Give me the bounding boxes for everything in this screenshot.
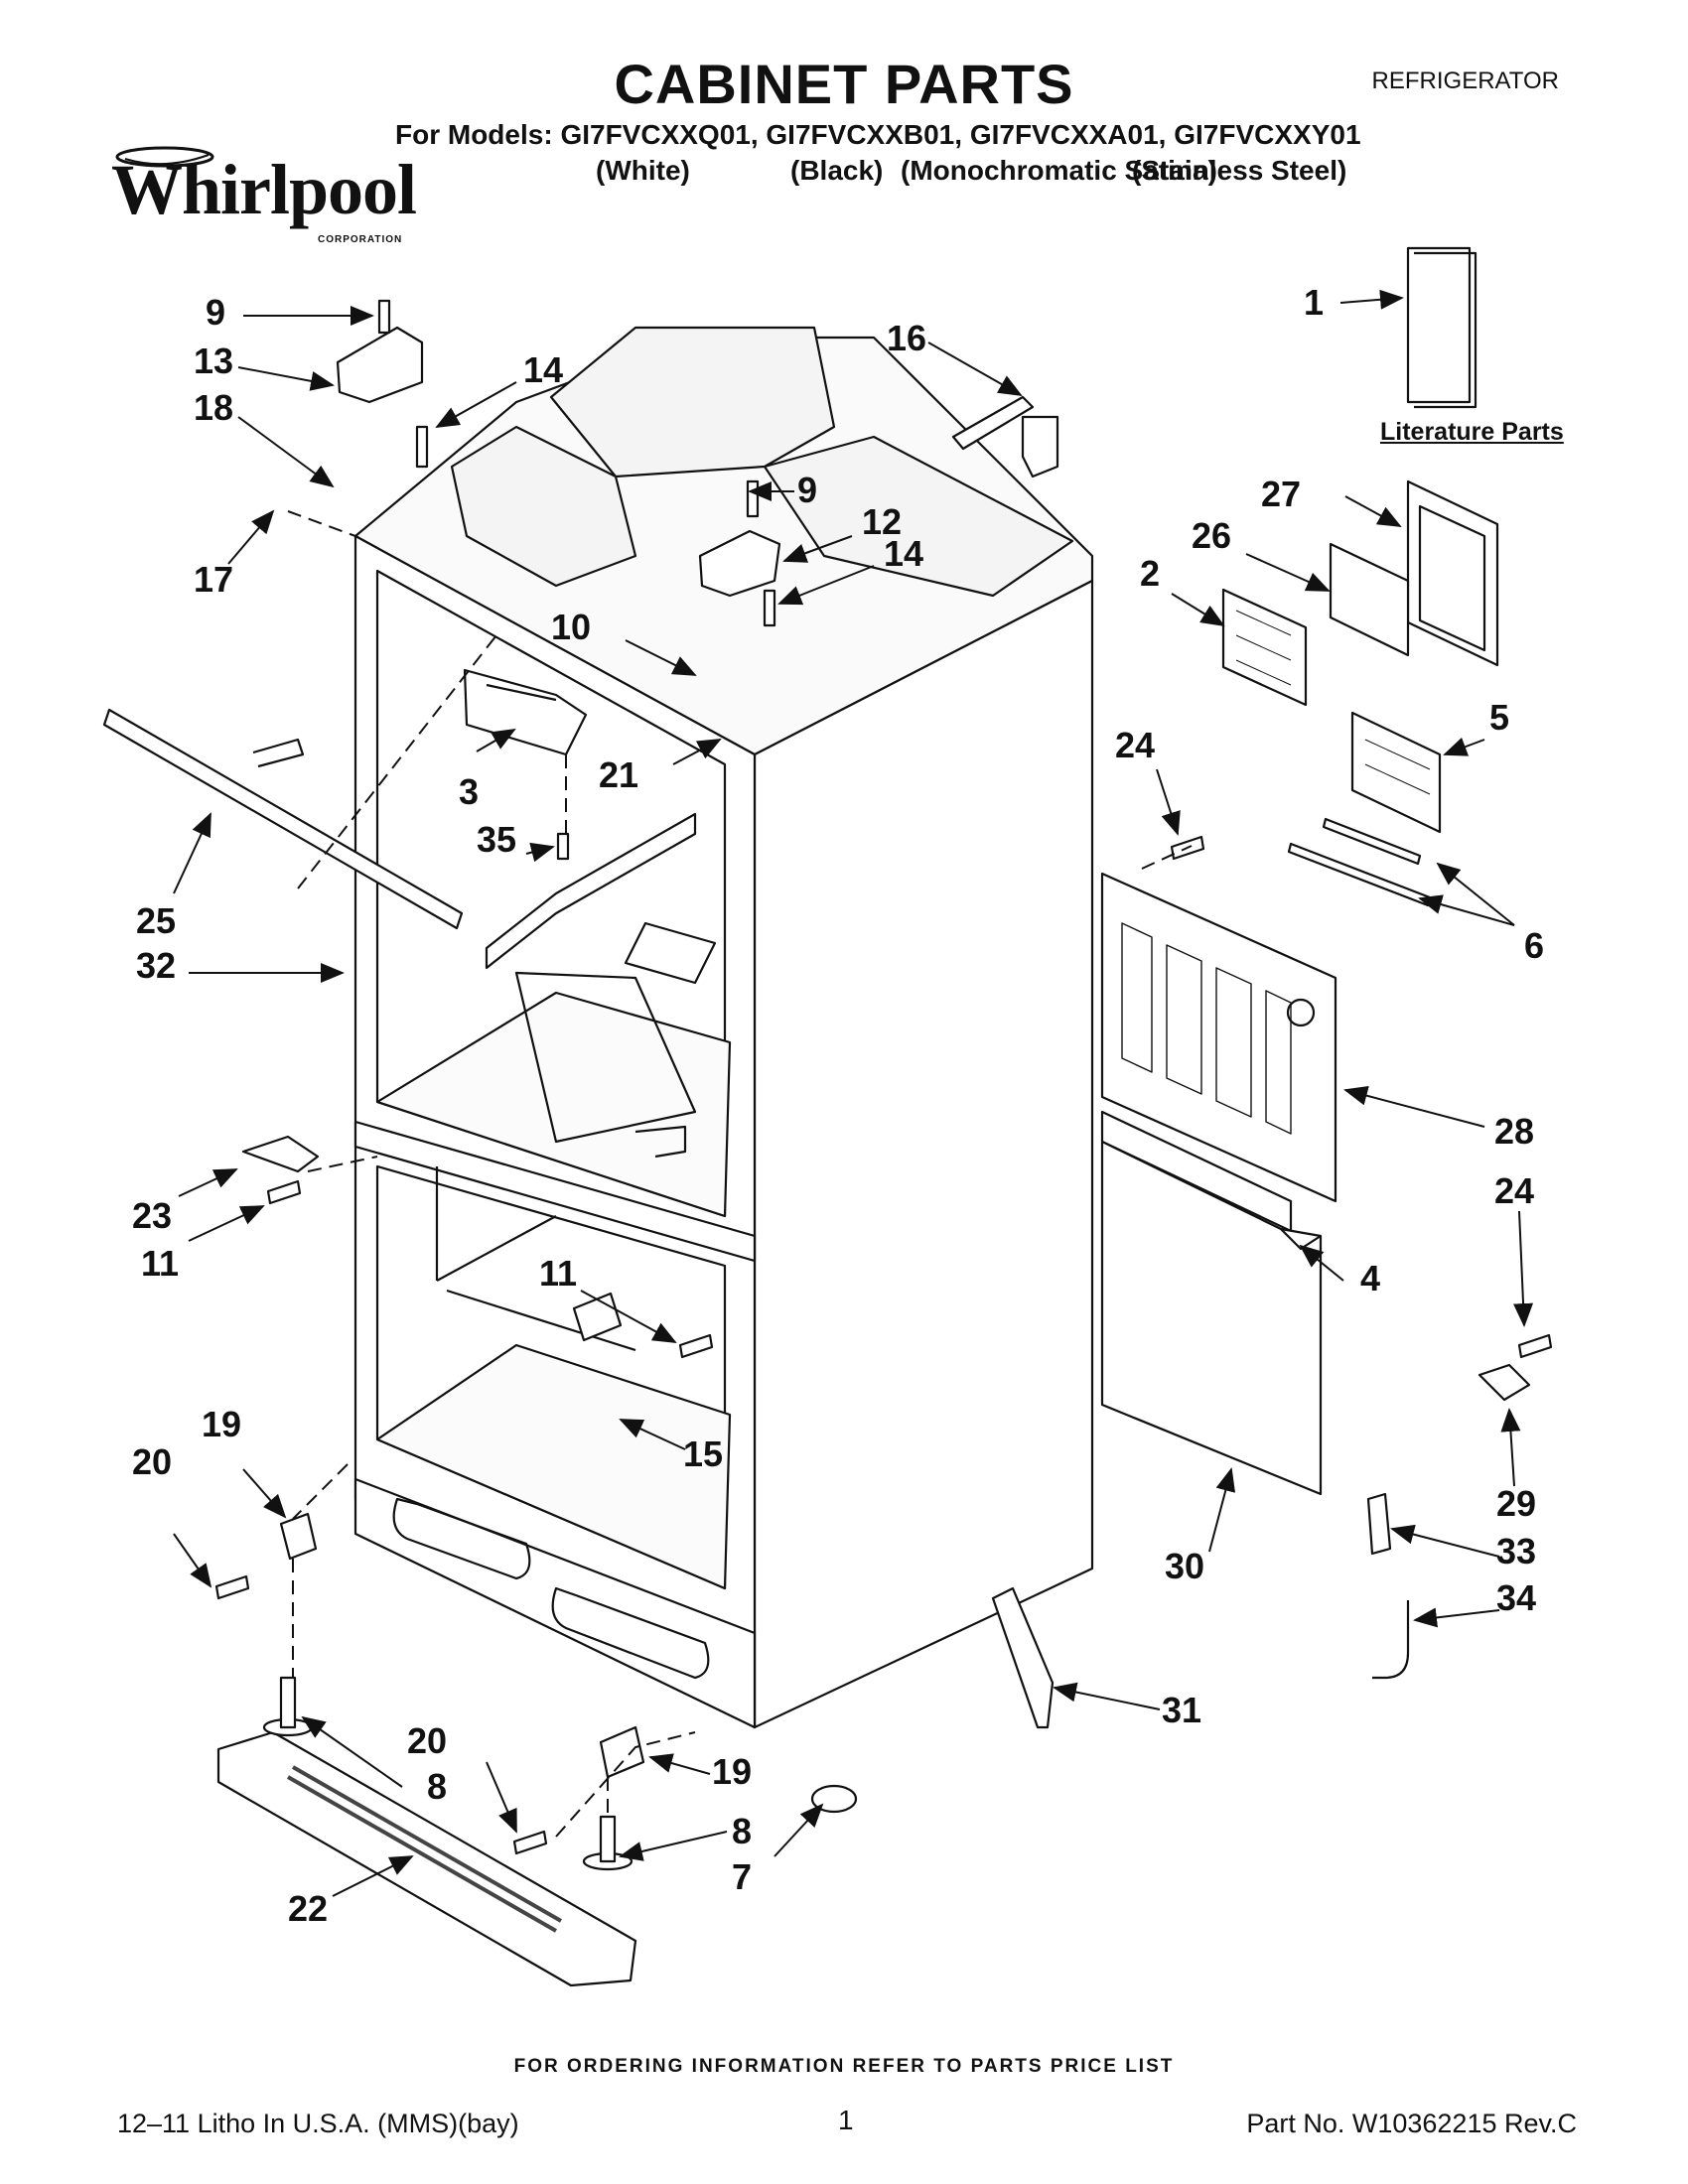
callout-1: 1 [1304,282,1325,323]
callout-34: 34 [1496,1577,1537,1618]
product-category: REFRIGERATOR [1371,68,1559,94]
callout-22: 22 [288,1888,329,1929]
cabinet-body [353,326,1094,1729]
callout-25: 25 [136,900,177,941]
callout-32: 32 [136,945,177,986]
ordering-note: FOR ORDERING INFORMATION REFER TO PARTS … [513,2056,1175,2077]
callout-7: 7 [732,1856,753,1897]
whirlpool-logo: Whirlpool CORPORATION [111,146,417,245]
callout-2: 2 [1140,553,1161,594]
variant-stainless: (Stainless Steel) [1132,155,1347,186]
callout-8b: 8 [732,1811,753,1851]
models-line: For Models: GI7FVCXXQ01, GI7FVCXXB01, GI… [395,119,1361,150]
callout-20b: 20 [407,1720,448,1761]
callout-28: 28 [1494,1111,1535,1152]
callout-5: 5 [1489,697,1510,738]
callout-24: 24 [1115,725,1156,765]
callout-24b: 24 [1494,1170,1535,1211]
variant-white: (White) [596,155,690,186]
callout-17: 17 [194,559,234,600]
callout-27: 27 [1261,474,1302,514]
callout-33: 33 [1496,1531,1537,1571]
callout-9: 9 [206,292,226,333]
page-number: 1 [838,2105,854,2135]
variant-satina: (Monochromatic Satina) [901,155,1217,186]
callout-26: 26 [1192,515,1232,556]
logo-subtitle: CORPORATION [318,234,403,245]
callout-8: 8 [427,1766,448,1807]
callout-23: 23 [132,1195,173,1236]
callout-4: 4 [1360,1258,1381,1298]
callout-20: 20 [132,1441,173,1482]
callout-19b: 19 [712,1751,753,1792]
logo-swoosh-icon [115,146,214,168]
callout-9b: 9 [797,470,818,510]
callout-14: 14 [523,349,564,390]
callout-3: 3 [459,771,480,812]
callout-6: 6 [1524,925,1545,966]
callout-10: 10 [551,607,592,647]
callout-18: 18 [194,387,234,428]
callout-31: 31 [1162,1690,1202,1730]
callout-30: 30 [1165,1546,1205,1586]
callout-16: 16 [887,318,927,358]
callout-35: 35 [477,819,517,860]
callout-11: 11 [141,1243,180,1284]
callout-21: 21 [599,754,639,795]
part-number: Part No. W10362215 Rev.C [1246,2109,1577,2138]
callout-11b: 11 [539,1253,578,1294]
litho-info: 12–11 Litho In U.S.A. (MMS)(bay) [117,2109,519,2138]
callout-13: 13 [194,341,234,381]
variant-black: (Black) [790,155,884,186]
page-title: CABINET PARTS [614,53,1074,115]
callout-14b: 14 [884,533,924,574]
literature-parts-label: Literature Parts [1380,418,1564,446]
callout-29: 29 [1496,1483,1537,1524]
callout-19: 19 [202,1404,242,1444]
callout-12: 12 [862,501,903,542]
callout-15: 15 [683,1433,724,1474]
